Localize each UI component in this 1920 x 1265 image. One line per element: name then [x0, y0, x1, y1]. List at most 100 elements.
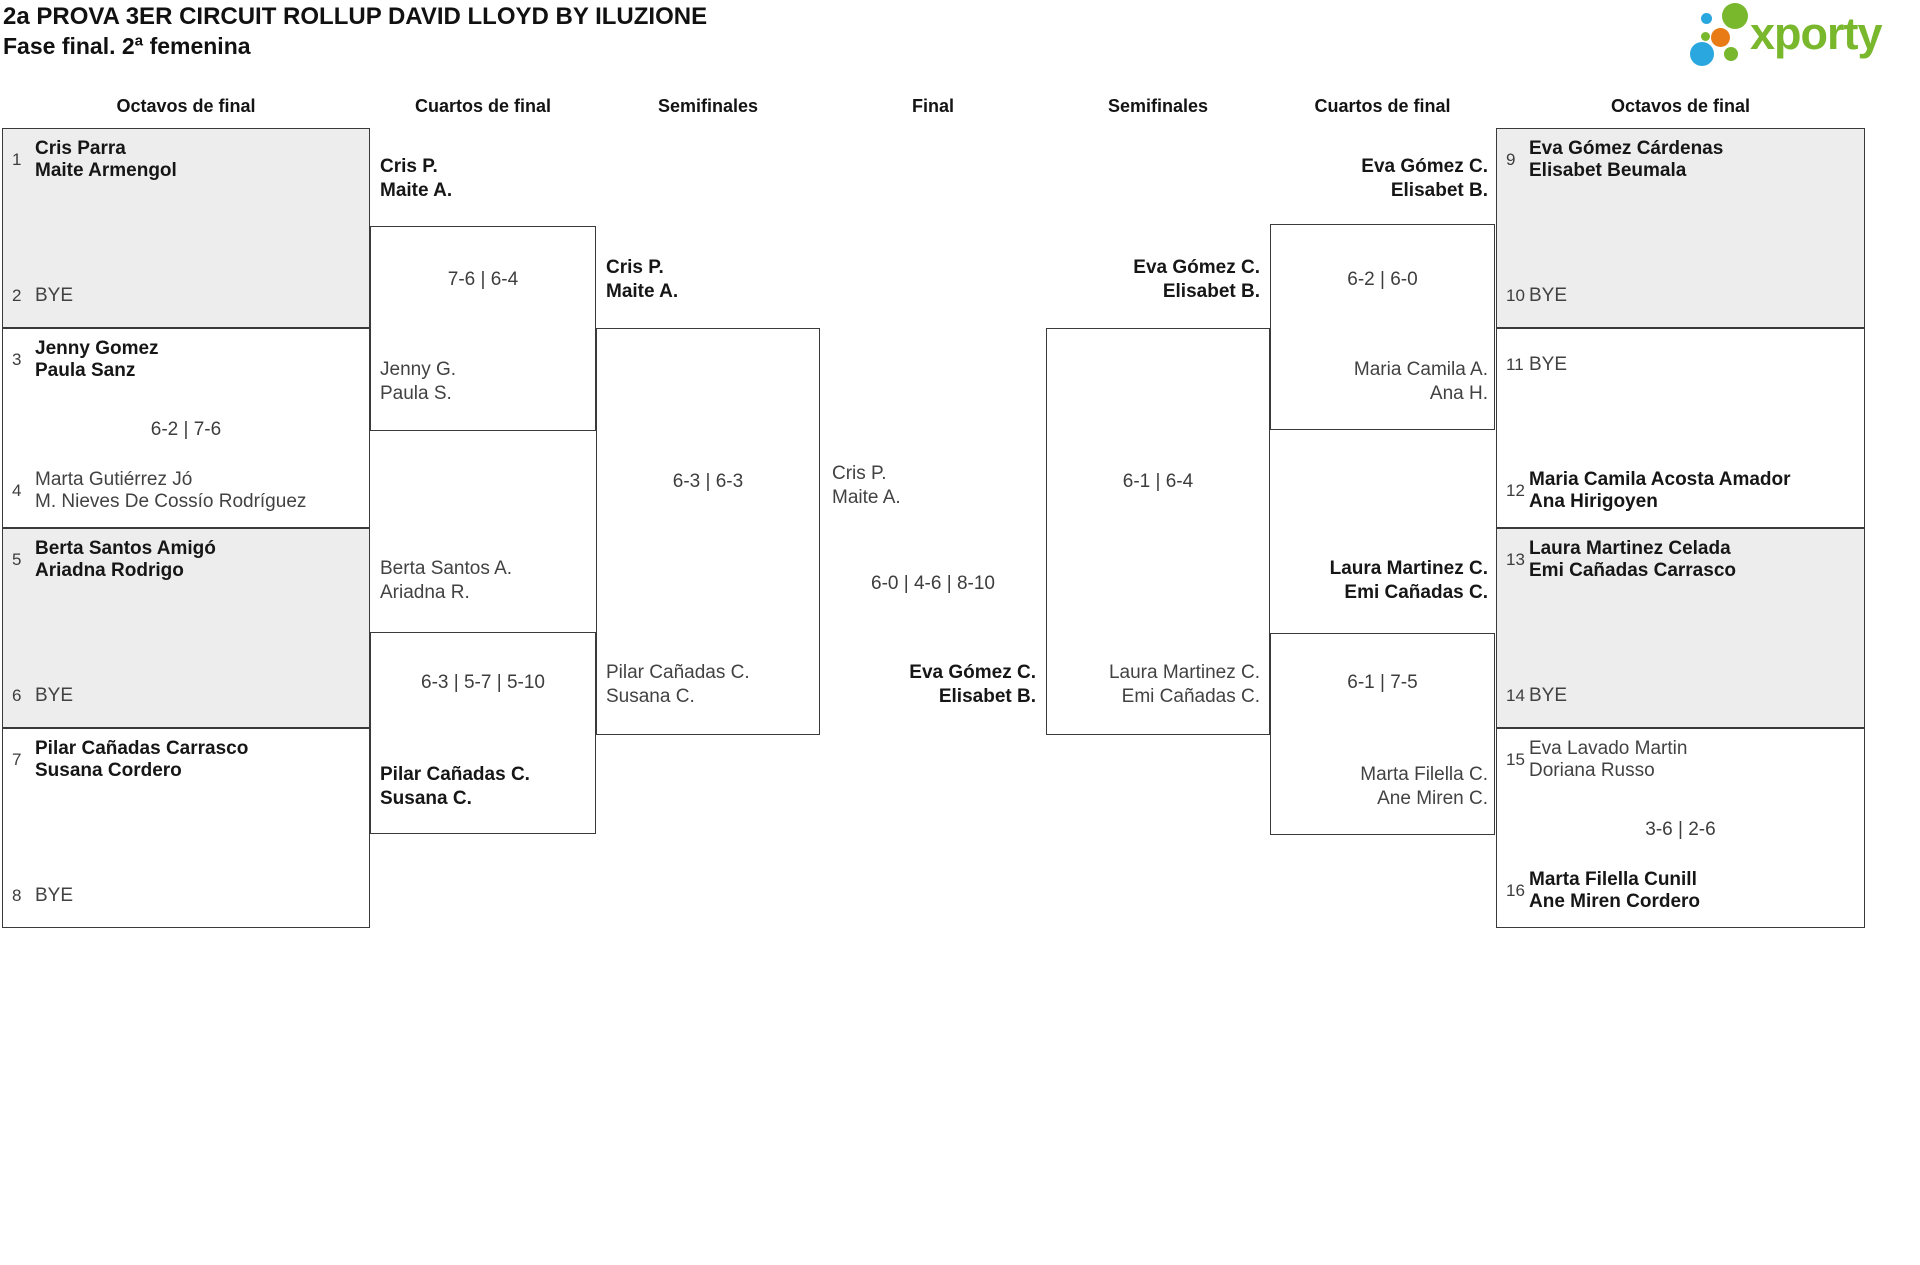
- team-names: Jenny Gomez Paula Sanz: [35, 338, 159, 382]
- cuartos-left-2-score: 6-3 | 5-7 | 5-10: [421, 672, 545, 693]
- team-names: Laura Martinez Celada Emi Cañadas Carras…: [1529, 538, 1736, 582]
- cuartos-right-match-2-box: [1270, 633, 1495, 835]
- team-name-line: Emi Cañadas C.: [1121, 685, 1260, 707]
- team-name-line: Laura Martinez C.: [1329, 558, 1488, 579]
- team-slot-seed-5: 5 Berta Santos Amigó Ariadna Rodrigo: [12, 538, 363, 582]
- final-score: 6-0 | 4-6 | 8-10: [871, 573, 995, 594]
- semifinal-left-box: [596, 328, 820, 735]
- semifinal-left-top-team: Cris P. Maite A.: [606, 256, 678, 303]
- team-slot-seed-6: 6 BYE: [12, 685, 363, 707]
- seed-number: 7: [12, 750, 22, 769]
- team-name-line: BYE: [1529, 285, 1568, 306]
- seed-number: 10: [1506, 286, 1525, 305]
- team-name-line: Jenny G.: [380, 359, 457, 380]
- xporty-logo: xporty: [1688, 2, 1918, 68]
- team-slot-seed-12: 12 Maria Camila Acosta Amador Ana Hirigo…: [1506, 469, 1858, 513]
- team-name-line: Pilar Cañadas C.: [606, 662, 750, 683]
- team-name-line: Cris Parra: [35, 138, 126, 159]
- final-right-team: Eva Gómez C. Elisabet B.: [826, 661, 1036, 708]
- seed-number: 1: [12, 150, 22, 169]
- semifinal-right-score: 6-1 | 6-4: [1122, 471, 1194, 492]
- semifinal-left-bottom-team: Pilar Cañadas C. Susana C.: [606, 661, 750, 708]
- team-name-line: Paula S.: [380, 382, 452, 404]
- cuartos-right-2-bottom-team: Marta Filella C. Ane Miren C.: [1270, 763, 1488, 810]
- logo-dot-blue-small: [1701, 13, 1712, 24]
- team-name-line: Susana C.: [380, 787, 472, 809]
- team-slot-seed-3: 3 Jenny Gomez Paula Sanz: [12, 338, 363, 382]
- team-name-line: BYE: [35, 885, 74, 906]
- team-slot-seed-10: 10 BYE: [1506, 285, 1858, 307]
- team-name-line: Pilar Cañadas Carrasco: [35, 738, 249, 759]
- round-header-octavos-right: Octavos de final: [1610, 96, 1751, 116]
- team-name-line: Maria Camila A.: [1353, 359, 1488, 380]
- team-name-line: Susana C.: [606, 685, 695, 707]
- logo-wordmark: xporty: [1750, 8, 1883, 59]
- team-name-line: Elisabet B.: [1390, 179, 1488, 201]
- team-name-line: Laura Martinez C.: [1108, 662, 1260, 683]
- logo-dot-green-large: [1722, 3, 1748, 29]
- team-names: Eva Gómez Cárdenas Elisabet Beumala: [1529, 138, 1723, 182]
- team-names: BYE: [35, 885, 73, 907]
- team-name-line: Elisabet B.: [1162, 280, 1260, 302]
- logo-dot-green-small: [1724, 47, 1738, 61]
- team-name-line: Cris P.: [380, 156, 438, 177]
- cuartos-right-1-top-team: Eva Gómez C. Elisabet B.: [1270, 155, 1488, 202]
- seed-number: 4: [12, 481, 22, 500]
- team-name-line: Maite Armengol: [35, 160, 177, 181]
- team-name-line: Jenny Gomez: [35, 338, 159, 359]
- octavos-right-match-3-box: 13 Laura Martinez Celada Emi Cañadas Car…: [1496, 528, 1865, 728]
- team-name-line: Maite A.: [832, 486, 901, 508]
- team-name-line: Marta Filella C.: [1360, 764, 1488, 785]
- team-slot-seed-13: 13 Laura Martinez Celada Emi Cañadas Car…: [1506, 538, 1858, 582]
- team-name-line: Ana Hirigoyen: [1529, 491, 1658, 512]
- cuartos-left-1-bottom-team: Jenny G. Paula S.: [380, 358, 456, 405]
- team-name-line: Maite A.: [380, 179, 453, 201]
- seed-number: 9: [1506, 150, 1516, 169]
- team-name-line: Emi Cañadas Carrasco: [1529, 560, 1736, 581]
- match-score: 3-6 | 2-6: [1645, 819, 1716, 840]
- cuartos-left-1-score: 7-6 | 6-4: [447, 269, 519, 290]
- team-names: Berta Santos Amigó Ariadna Rodrigo: [35, 538, 216, 582]
- semifinal-right-top-team: Eva Gómez C. Elisabet B.: [1046, 256, 1260, 303]
- team-slot-seed-16: 16 Marta Filella Cunill Ane Miren Corder…: [1506, 869, 1858, 913]
- team-slot-seed-8: 8 BYE: [12, 885, 363, 907]
- team-name-line: Paula Sanz: [35, 360, 136, 381]
- team-slot-seed-14: 14 BYE: [1506, 685, 1858, 707]
- team-name-line: Cris P.: [832, 463, 887, 484]
- seed-number: 11: [1506, 355, 1524, 374]
- team-name-line: BYE: [1529, 685, 1568, 706]
- team-slot-seed-4: 4 Marta Gutiérrez Jó M. Nieves De Cossío…: [12, 469, 363, 513]
- team-name-line: Doriana Russo: [1529, 760, 1655, 781]
- logo-dot-green-tiny: [1701, 32, 1710, 41]
- octavos-right-match-1-box: 9 Eva Gómez Cárdenas Elisabet Beumala 10…: [1496, 128, 1865, 328]
- round-header-semifinales-right: Semifinales: [1107, 96, 1209, 116]
- semifinal-left-score: 6-3 | 6-3: [672, 471, 744, 492]
- round-header-cuartos-right: Cuartos de final: [1314, 96, 1451, 116]
- seed-number: 15: [1506, 750, 1525, 769]
- team-name-line: Maria Camila Acosta Amador: [1529, 469, 1791, 490]
- team-name-line: Berta Santos A.: [380, 558, 513, 579]
- team-name-line: Eva Gómez C.: [909, 662, 1036, 683]
- seed-number: 3: [12, 350, 22, 369]
- team-name-line: Maite A.: [606, 280, 679, 302]
- seed-number: 8: [12, 886, 22, 905]
- octavos-left-match-1-box: 1 Cris Parra Maite Armengol 2 BYE: [2, 128, 370, 328]
- octavos-right-match-2-box: 11 BYE 12 Maria Camila Acosta Amador Ana…: [1496, 328, 1865, 528]
- team-name-line: BYE: [35, 685, 74, 706]
- team-name-line: Eva Gómez C.: [1133, 257, 1260, 278]
- team-name-line: Ariadna R.: [380, 581, 470, 603]
- seed-number: 12: [1506, 481, 1525, 500]
- logo-dot-orange: [1711, 28, 1730, 47]
- round-header-final: Final: [911, 96, 954, 116]
- team-name-line: Marta Gutiérrez Jó: [35, 469, 193, 490]
- team-names: Maria Camila Acosta Amador Ana Hirigoyen: [1529, 469, 1791, 513]
- seed-number: 5: [12, 550, 22, 569]
- team-names: BYE: [35, 285, 73, 307]
- team-name-line: Marta Filella Cunill: [1529, 869, 1697, 890]
- team-slot-seed-15: 15 Eva Lavado Martin Doriana Russo: [1506, 738, 1858, 782]
- team-name-line: M. Nieves De Cossío Rodríguez: [35, 491, 307, 512]
- seed-number: 13: [1506, 550, 1525, 569]
- team-name-line: Elisabet B.: [938, 685, 1036, 707]
- team-names: Cris Parra Maite Armengol: [35, 138, 177, 182]
